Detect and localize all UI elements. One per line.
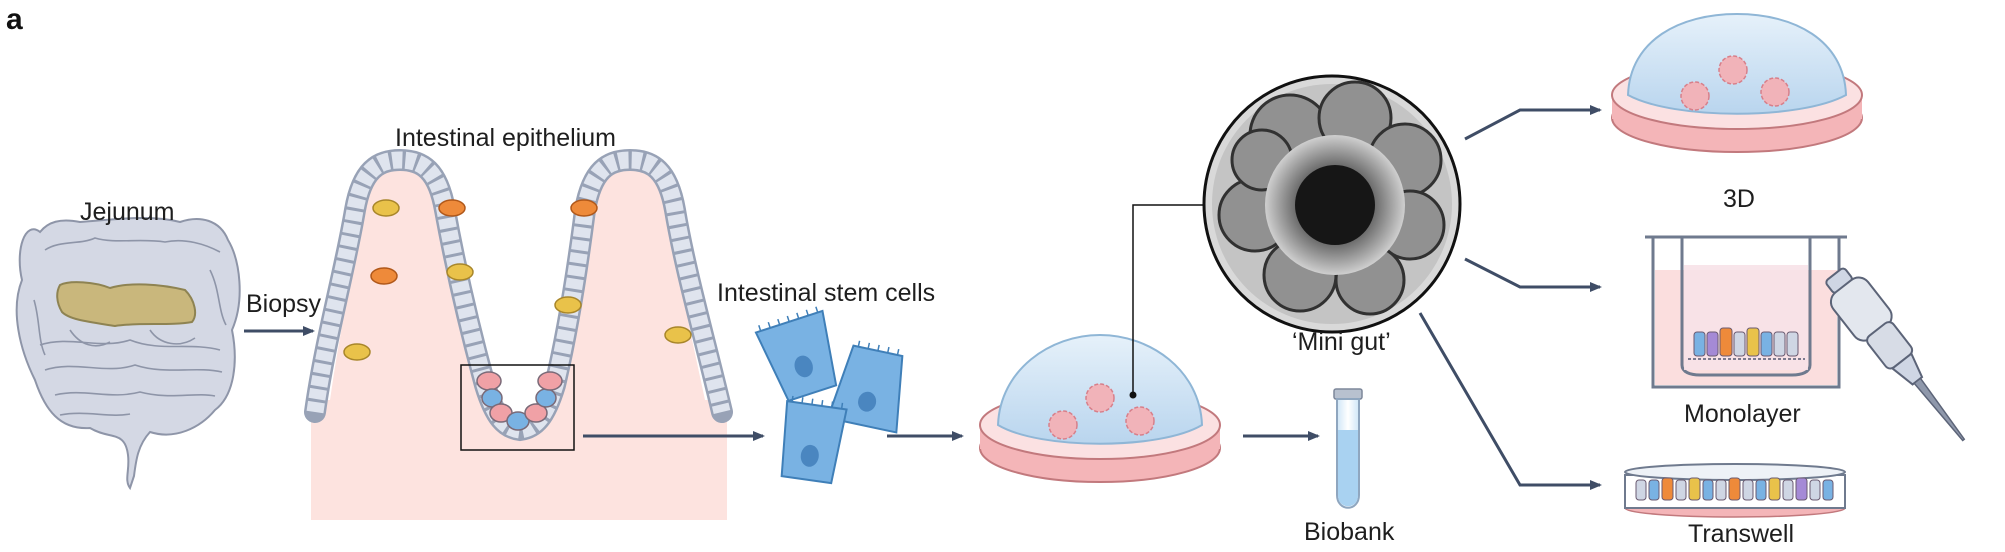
monolayer-insert	[1645, 235, 1847, 389]
epithelium-illustration	[304, 148, 733, 520]
label-biobank: Biobank	[1304, 518, 1395, 546]
label-transwell: Transwell	[1688, 520, 1795, 548]
arrow-to-transwell	[1418, 312, 1602, 490]
mini-gut-micrograph	[1202, 74, 1462, 334]
label-mini-gut: ‘Mini gut’	[1292, 328, 1391, 356]
enteroendocrine-cells	[370, 199, 598, 285]
panel-letter: a	[6, 3, 23, 36]
crypt-highlight-box	[460, 364, 575, 451]
tissue-background	[311, 168, 727, 520]
label-intestinal-stem-cells: Intestinal stem cells	[717, 279, 936, 307]
transwell-dish	[1624, 463, 1846, 518]
biobank-tube	[1333, 388, 1363, 509]
label-jejunum: Jejunum	[80, 198, 175, 226]
arrow-to-3d	[1464, 105, 1602, 141]
label-biopsy: Biopsy	[246, 290, 322, 318]
arrow-to-monolayer	[1464, 257, 1602, 292]
intestine-body	[15, 216, 241, 491]
epithelial-cells	[306, 151, 731, 439]
three-d-dish	[1611, 12, 1863, 153]
label-monolayer: Monolayer	[1684, 400, 1801, 428]
stem-cells-illustration	[754, 306, 904, 485]
mini-gut-connector	[1132, 204, 1232, 395]
goblet-cells	[343, 199, 692, 361]
pipette-icon	[1825, 267, 1966, 442]
label-3d: 3D	[1723, 185, 1755, 213]
crypt-base-cells	[476, 371, 563, 431]
intestine-illustration	[15, 216, 241, 491]
label-intestinal-epithelium: Intestinal epithelium	[395, 124, 616, 152]
jejunum-segment	[56, 281, 197, 328]
organoid-dish	[979, 333, 1221, 483]
